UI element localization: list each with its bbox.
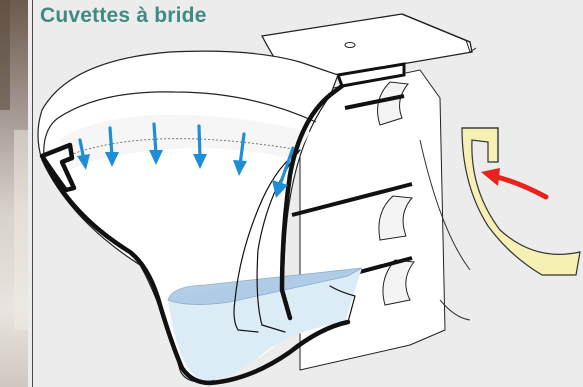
down-arrow-icon — [272, 146, 295, 198]
panel-border — [32, 0, 33, 387]
down-arrow-icon — [149, 122, 163, 165]
flow-arrows — [77, 122, 295, 198]
bowl-outline — [39, 83, 356, 386]
down-arrow-icon — [233, 132, 247, 176]
down-arrow-icon — [77, 138, 90, 170]
diagram-title: Cuvettes à bride — [40, 4, 207, 27]
rim-profile-detail — [461, 127, 581, 276]
down-arrow-icon — [105, 126, 119, 167]
hole-icon — [344, 42, 356, 48]
water — [167, 267, 363, 381]
down-arrow-icon — [193, 124, 207, 169]
curved-arrow-icon — [481, 168, 549, 200]
left-photo-strip — [0, 0, 28, 387]
